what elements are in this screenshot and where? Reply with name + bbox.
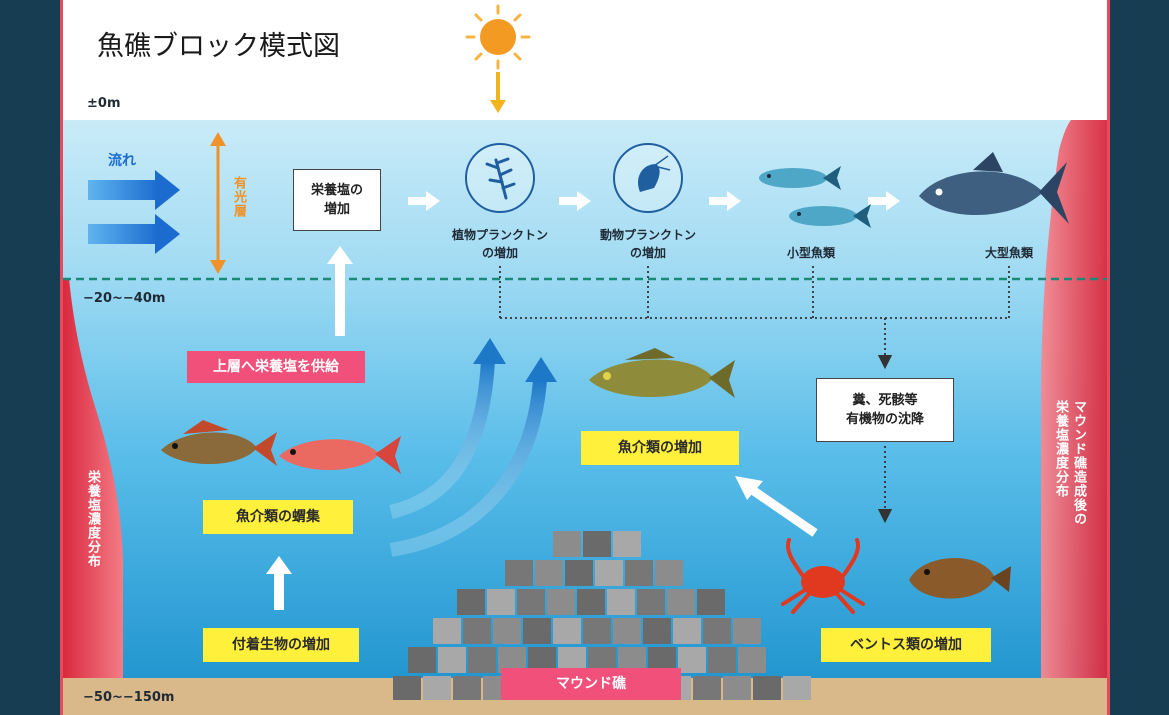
right-nutrient-curve bbox=[1041, 120, 1107, 678]
flow-label: 流れ bbox=[108, 153, 136, 169]
reef-block bbox=[553, 531, 581, 557]
reef-block bbox=[655, 560, 683, 586]
reef-block bbox=[408, 647, 436, 673]
reef-block bbox=[738, 647, 766, 673]
reef-block bbox=[783, 676, 811, 700]
depth-mid: −20~−40m bbox=[83, 291, 166, 306]
large-fish-label: 大型魚類 bbox=[984, 246, 1033, 260]
reef-block bbox=[733, 618, 761, 644]
perch-icon bbox=[161, 420, 277, 466]
small-fish-label: 小型魚類 bbox=[786, 246, 835, 260]
reef-block bbox=[595, 560, 623, 586]
reef-diagram: 魚礁ブロック模式図 ±0m −20~−40m −50~−150m 流れ 有光層 … bbox=[63, 0, 1107, 715]
food-chain-arrows bbox=[408, 191, 900, 211]
crab-icon bbox=[781, 538, 865, 614]
reef-block bbox=[547, 589, 575, 615]
reef-block bbox=[613, 531, 641, 557]
reef-block bbox=[607, 589, 635, 615]
reef-block bbox=[468, 647, 496, 673]
reef-block bbox=[493, 618, 521, 644]
fish-gathering-label: 魚介類の蝟集 bbox=[203, 500, 353, 534]
reef-block bbox=[565, 560, 593, 586]
reef-block bbox=[613, 618, 641, 644]
left-nutrient-curve bbox=[63, 278, 123, 678]
reef-block bbox=[487, 589, 515, 615]
small-fish-icon bbox=[789, 204, 871, 228]
depth-bottom: −50~−150m bbox=[83, 690, 175, 705]
zooplankton-label: 動物プランクトン の増加 bbox=[599, 228, 696, 260]
diagram-title: 魚礁ブロック模式図 bbox=[97, 31, 340, 62]
small-fish-icon bbox=[759, 166, 841, 190]
reef-block bbox=[723, 676, 751, 700]
walleye-icon bbox=[589, 348, 735, 398]
supply-upper-label: 上層へ栄養塩を供給 bbox=[187, 351, 365, 383]
reef-block bbox=[523, 618, 551, 644]
reef-block bbox=[753, 676, 781, 700]
reef-block bbox=[697, 589, 725, 615]
right-distribution-label-2: 栄養塩濃度分布 bbox=[1053, 400, 1068, 498]
reef-block bbox=[643, 618, 671, 644]
large-fish-icon bbox=[919, 152, 1069, 224]
reef-block bbox=[438, 647, 466, 673]
reef-block bbox=[517, 589, 545, 615]
sedimentation-box: 糞、死骸等 有機物の沈降 bbox=[816, 378, 954, 442]
benthos-increase-label: ベントス類の増加 bbox=[821, 628, 991, 662]
reef-block bbox=[553, 618, 581, 644]
reef-block bbox=[453, 676, 481, 700]
flatfish-icon bbox=[909, 557, 1011, 599]
current-arrows bbox=[88, 170, 180, 254]
photic-layer-label: 有光層 bbox=[231, 176, 246, 218]
reef-block bbox=[577, 589, 605, 615]
reef-block bbox=[625, 560, 653, 586]
reef-block bbox=[393, 676, 421, 700]
reef-block bbox=[423, 676, 451, 700]
reef-block bbox=[505, 560, 533, 586]
reef-block bbox=[637, 589, 665, 615]
reef-block bbox=[583, 618, 611, 644]
nutrient-increase-box: 栄養塩の 増加 bbox=[293, 169, 381, 231]
attached-organisms-label: 付着生物の増加 bbox=[203, 628, 359, 662]
reef-block bbox=[678, 647, 706, 673]
zooplankton-icon bbox=[613, 143, 683, 213]
left-distribution-label: 栄養塩濃度分布 bbox=[85, 470, 100, 568]
reef-block bbox=[673, 618, 701, 644]
reef-block bbox=[535, 560, 563, 586]
reef-block bbox=[693, 676, 721, 700]
red-fish-icon bbox=[279, 436, 401, 474]
reef-block bbox=[703, 618, 731, 644]
phytoplankton-label: 植物プランクトン の増加 bbox=[451, 228, 548, 260]
depth-surface: ±0m bbox=[87, 96, 121, 111]
reef-block bbox=[457, 589, 485, 615]
sun-icon bbox=[465, 4, 531, 70]
right-distribution-label-1: マウンド礁造成後の bbox=[1071, 400, 1086, 526]
mound-reef-label: マウンド礁 bbox=[501, 668, 681, 700]
reef-block bbox=[583, 531, 611, 557]
phytoplankton-icon bbox=[465, 143, 535, 213]
diagram-frame: 魚礁ブロック模式図 ±0m −20~−40m −50~−150m 流れ 有光層 … bbox=[60, 0, 1110, 715]
reef-block bbox=[463, 618, 491, 644]
fish-increase-label: 魚介類の増加 bbox=[581, 431, 739, 465]
reef-block bbox=[433, 618, 461, 644]
reef-block bbox=[708, 647, 736, 673]
reef-block bbox=[667, 589, 695, 615]
